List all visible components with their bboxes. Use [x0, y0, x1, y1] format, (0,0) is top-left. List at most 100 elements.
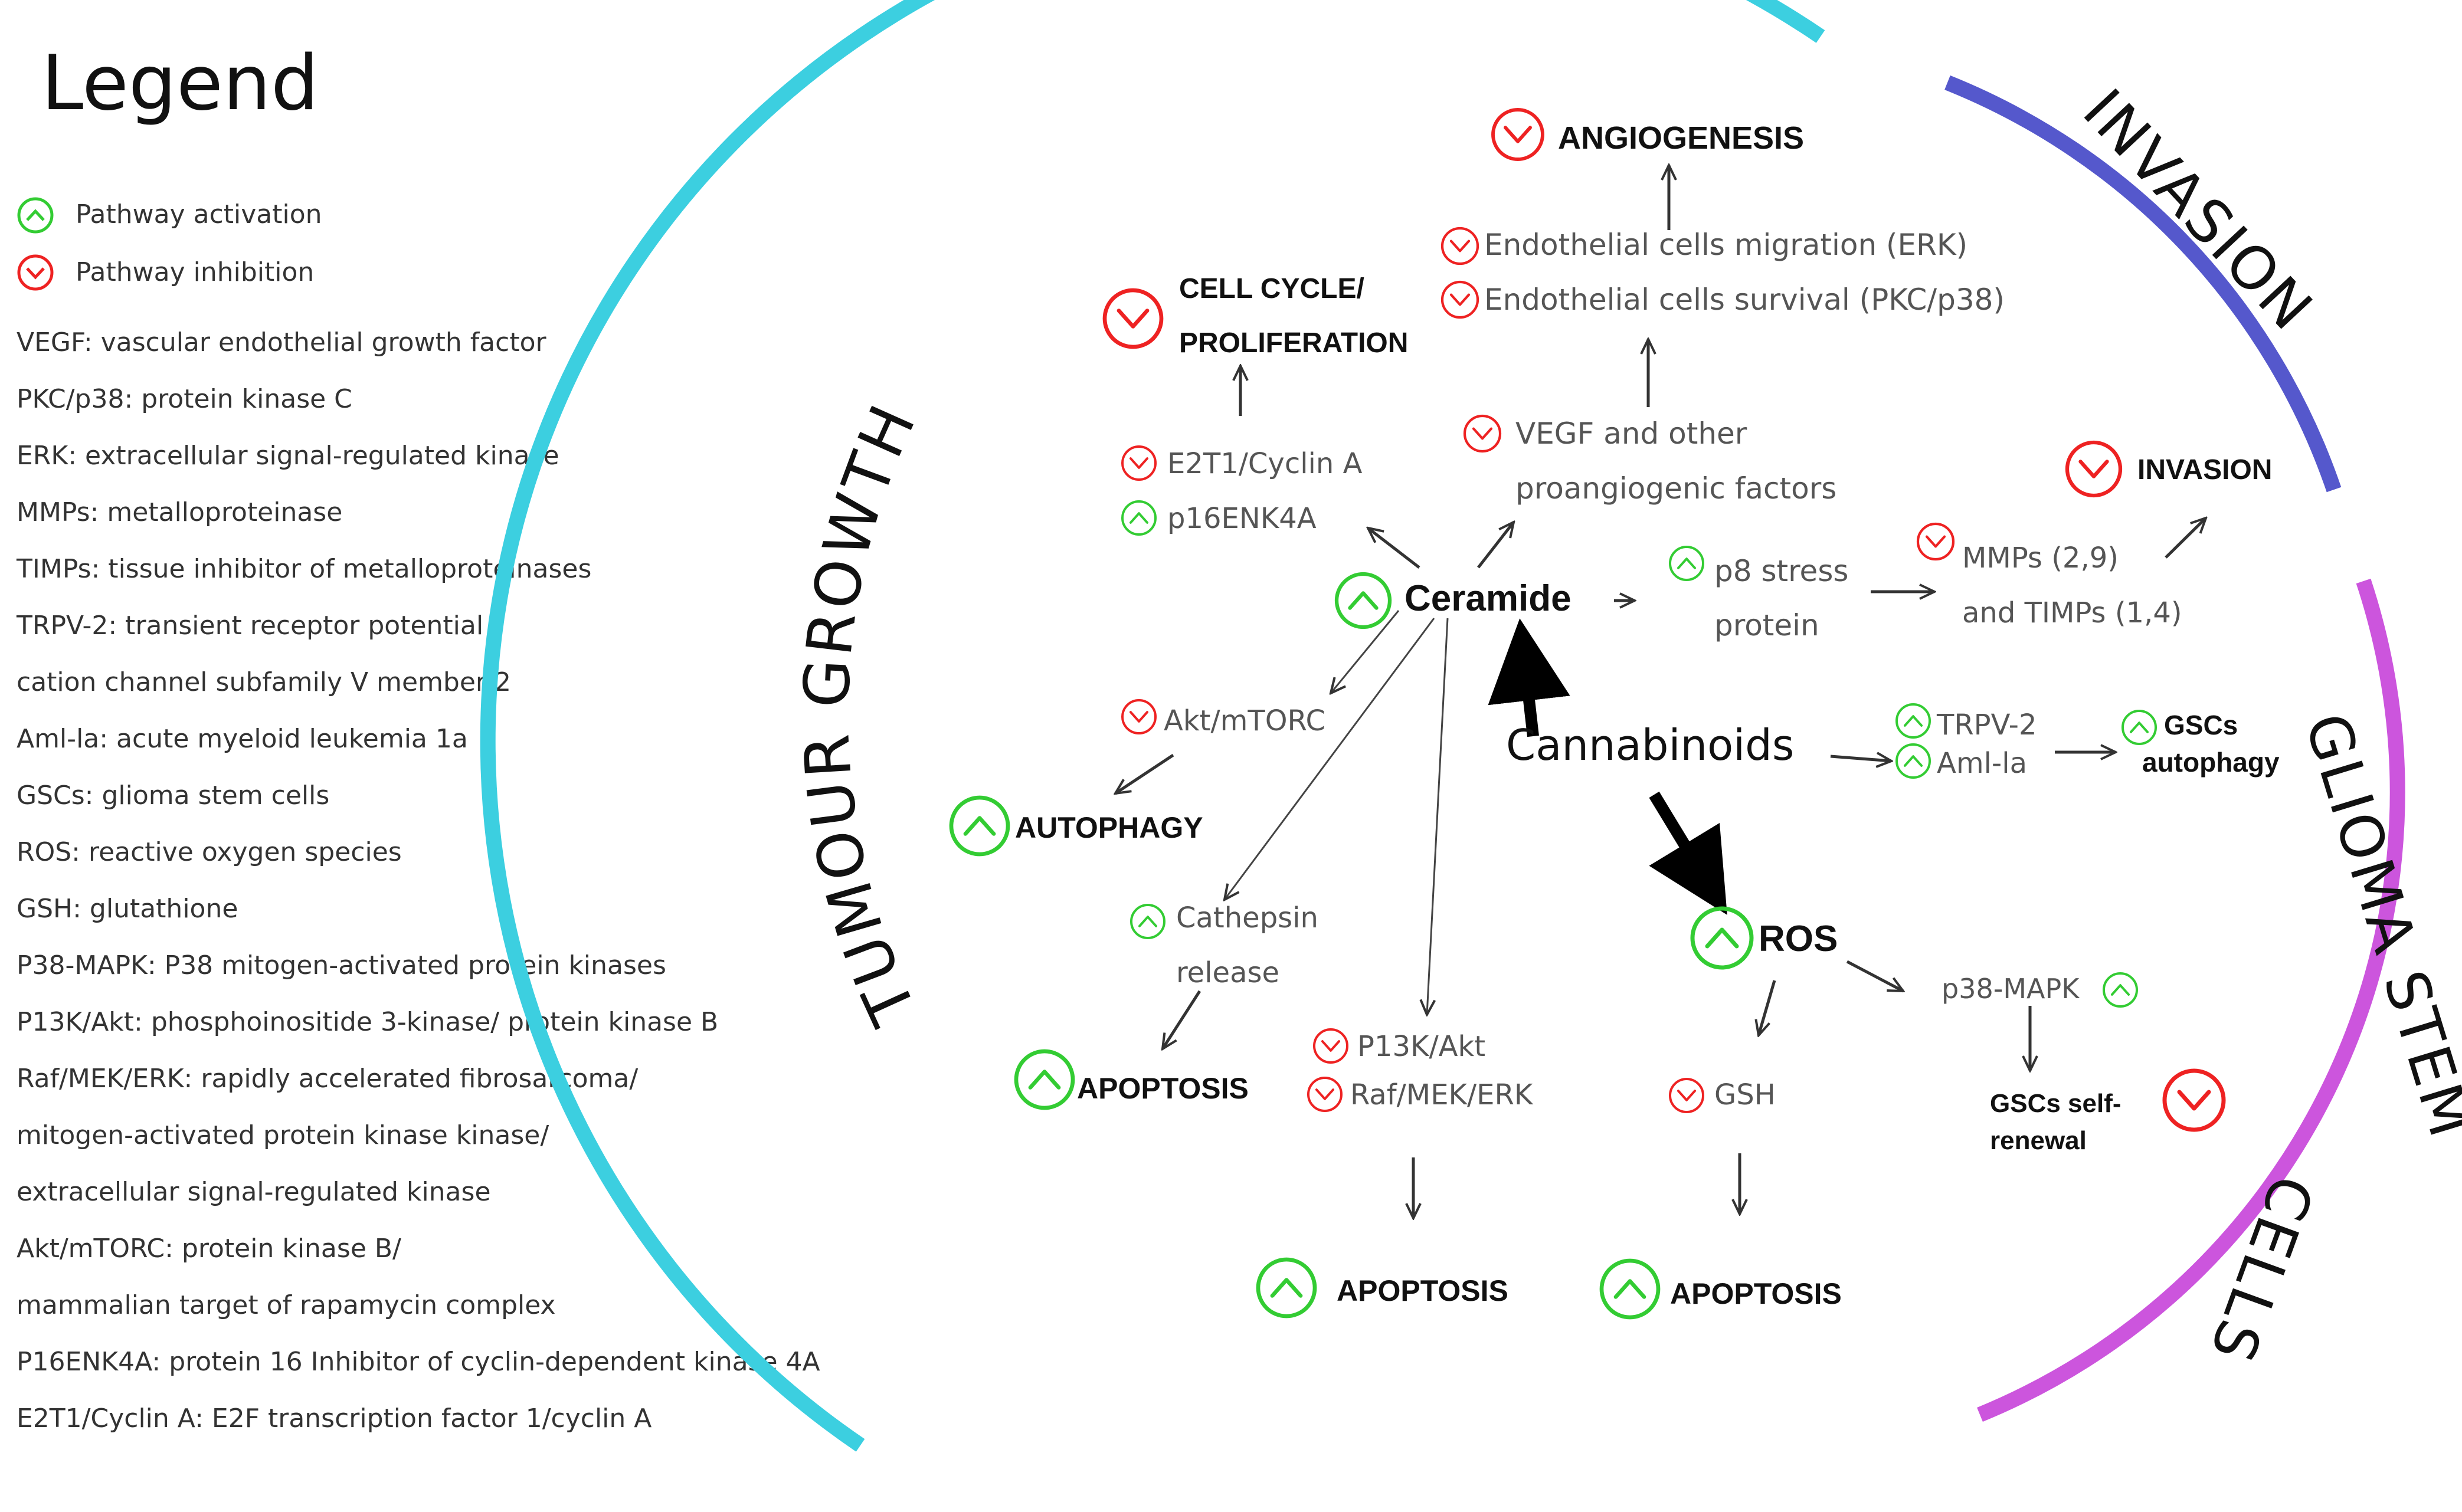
angiogenesis-label: ANGIOGENESIS: [1558, 120, 1804, 156]
apoptosis-left-activation-icon: [1014, 1049, 1075, 1110]
arrow-to-cathepsin: [1225, 618, 1435, 900]
arrow-to-p13k: [1427, 618, 1449, 1015]
raf-mek-erk-label: Raf/MEK/ERK: [1350, 1078, 1534, 1111]
p8-protein-label: protein: [1714, 608, 1819, 642]
trpv2-label: TRPV-2: [1936, 709, 2037, 742]
cells-label: CELLS: [2196, 1167, 2327, 1372]
legend-entry: PKC/p38: protein kinase C: [17, 384, 352, 414]
gscs-label: GSCs: [2164, 710, 2238, 740]
gscs-self-inhibition-icon: [2162, 1068, 2226, 1132]
legend-activation-label: Pathway activation: [76, 199, 322, 229]
mmps-inhibition-icon: [1916, 522, 1955, 561]
gsh-inhibition-icon: [1669, 1078, 1704, 1113]
akt-mtorc-inhibition-icon: [1121, 699, 1157, 734]
gscs-autophagy-activation-icon: [2121, 710, 2157, 745]
p16enk4a-label: p16ENK4A: [1167, 502, 1317, 535]
gscs-autophagy-label: autophagy: [2142, 747, 2280, 778]
arrow-to-p38: [1846, 960, 1903, 993]
mmps-label: MMPs (2,9): [1962, 542, 2119, 575]
autophagy-label: AUTOPHAGY: [1015, 811, 1203, 844]
activation-icon: [17, 197, 54, 234]
legend-entry: VEGF: vascular endothelial growth factor: [17, 327, 547, 357]
legend-entry: cation channel subfamily V member 2: [17, 667, 511, 697]
legend-entry: P13K/Akt: phosphoinositide 3-kinase/ pro…: [17, 1007, 718, 1037]
invasion-arc: [1944, 75, 2342, 493]
legend-entries: VEGF: vascular endothelial growth factor…: [16, 327, 820, 1434]
diagram-icons: [949, 108, 2226, 1320]
tumour-growth-label: TUMOUR GROWTH: [790, 393, 931, 1035]
legend-entry: Raf/MEK/ERK: rapidly accelerated fibrosa…: [17, 1064, 638, 1094]
apoptosis-mid-label: APOPTOSIS: [1337, 1274, 1508, 1307]
autophagy-activation-icon: [949, 795, 1010, 857]
ros-label: ROS: [1759, 919, 1838, 959]
legend-entry: MMPs: metalloproteinase: [17, 497, 342, 527]
proangiogenic-label: proangiogenic factors: [1515, 471, 1836, 506]
e2t1-inhibition-icon: [1121, 445, 1157, 481]
legend-entry: GSCs: glioma stem cells: [17, 780, 329, 811]
node-labels: ANGIOGENESIS Endothelial cells migration…: [1015, 120, 2280, 1310]
cannabinoids-label: Cannabinoids: [1506, 720, 1794, 770]
glioma-stem-label: GLIOMA STEM: [2291, 706, 2462, 1147]
legend-entry: ERK: extracellular signal-regulated kina…: [17, 441, 559, 471]
trpv2-activation-icon: [1895, 703, 1931, 739]
apoptosis-right-label: APOPTOSIS: [1670, 1277, 1842, 1310]
tumour-growth-arc: [480, 0, 1825, 1452]
arrow-to-vegf: [1477, 522, 1514, 569]
cathepsin-activation-icon: [1130, 904, 1165, 939]
angiogenesis-inhibition-icon: [1491, 108, 1544, 161]
arrow-to-invasion: [2165, 518, 2206, 559]
arrow-to-apoptosis-left: [1163, 990, 1201, 1049]
apoptosis-left-label: APOPTOSIS: [1077, 1072, 1249, 1105]
legend-entry: P16ENK4A: protein 16 Inhibitor of cyclin…: [17, 1347, 820, 1377]
vegf-label: VEGF and other: [1515, 416, 1747, 451]
legend: Legend Pathway activation Pathway inhibi…: [16, 40, 820, 1434]
p13k-inhibition-icon: [1313, 1028, 1348, 1064]
arrow-cannabinoids-to-ceramide: [1488, 618, 1570, 737]
timps-label: and TIMPs (1,4): [1962, 596, 2182, 629]
akt-mtorc-label: Akt/mTORC: [1164, 704, 1325, 737]
arrow-to-autophagy: [1115, 753, 1174, 793]
endothelial-survival-label: Endothelial cells survival (PKC/p38): [1484, 283, 2005, 317]
p8-stress-label: p8 stress: [1714, 554, 1848, 588]
legend-entry: GSH: glutathione: [17, 894, 238, 924]
ceramide-activation-icon: [1334, 572, 1392, 629]
arrow-cannabinoids-to-ros: [1649, 791, 1727, 915]
legend-entry: P38-MAPK: P38 mitogen-activated protein …: [17, 950, 666, 980]
legend-inhibition-item: Pathway inhibition: [17, 254, 314, 291]
legend-entry: ROS: reactive oxygen species: [17, 837, 402, 867]
legend-entry: mitogen-activated protein kinase kinase/: [17, 1120, 549, 1150]
apoptosis-mid-activation-icon: [1256, 1257, 1317, 1319]
cathepsin-label: Cathepsin: [1176, 901, 1318, 934]
invasion-label: INVASION: [2070, 76, 2327, 345]
vegf-inhibition-icon: [1463, 414, 1502, 453]
legend-inhibition-label: Pathway inhibition: [76, 257, 314, 287]
inhibition-icon: [17, 254, 54, 291]
endothelial-migration-label: Endothelial cells migration (ERK): [1484, 228, 1967, 262]
legend-entry: Akt/mTORC: protein kinase B/: [17, 1234, 401, 1264]
legend-entry: TRPV-2: transient receptor potential: [16, 611, 483, 641]
p38-activation-icon: [2103, 972, 2138, 1008]
gscs-renewal-label: renewal: [1990, 1126, 2087, 1155]
aml-la-label: Aml-la: [1937, 747, 2027, 780]
ceramide-label: Ceramide: [1404, 578, 1572, 619]
legend-title: Legend: [41, 40, 319, 127]
legend-entry: extracellular signal-regulated kinase: [17, 1177, 491, 1207]
legend-entry: mammalian target of rapamycin complex: [17, 1290, 556, 1320]
proliferation-label: PROLIFERATION: [1179, 327, 1408, 359]
endo-survival-inhibition-icon: [1440, 280, 1479, 319]
legend-entry: E2T1/Cyclin A: E2F transcription factor …: [17, 1403, 651, 1434]
arrow-to-gsh: [1759, 980, 1776, 1035]
legend-entry: Aml-la: acute myeloid leukemia 1a: [17, 724, 468, 754]
pathway-arrows: [1115, 165, 2206, 1218]
invasion-node-label: INVASION: [2137, 454, 2272, 486]
gsh-label: GSH: [1714, 1078, 1776, 1111]
p38-mapk-label: p38-MAPK: [1942, 973, 2080, 1005]
glioma-stem-cells-arc: [1977, 578, 2405, 1422]
ros-activation-icon: [1690, 906, 1754, 970]
aml-activation-icon: [1895, 743, 1931, 779]
cathepsin-release-label: release: [1176, 956, 1279, 989]
invasion-inhibition-icon: [2065, 440, 2123, 498]
arrow-to-akt-mtorc: [1331, 610, 1400, 693]
arrow-to-e2t1: [1368, 528, 1420, 569]
